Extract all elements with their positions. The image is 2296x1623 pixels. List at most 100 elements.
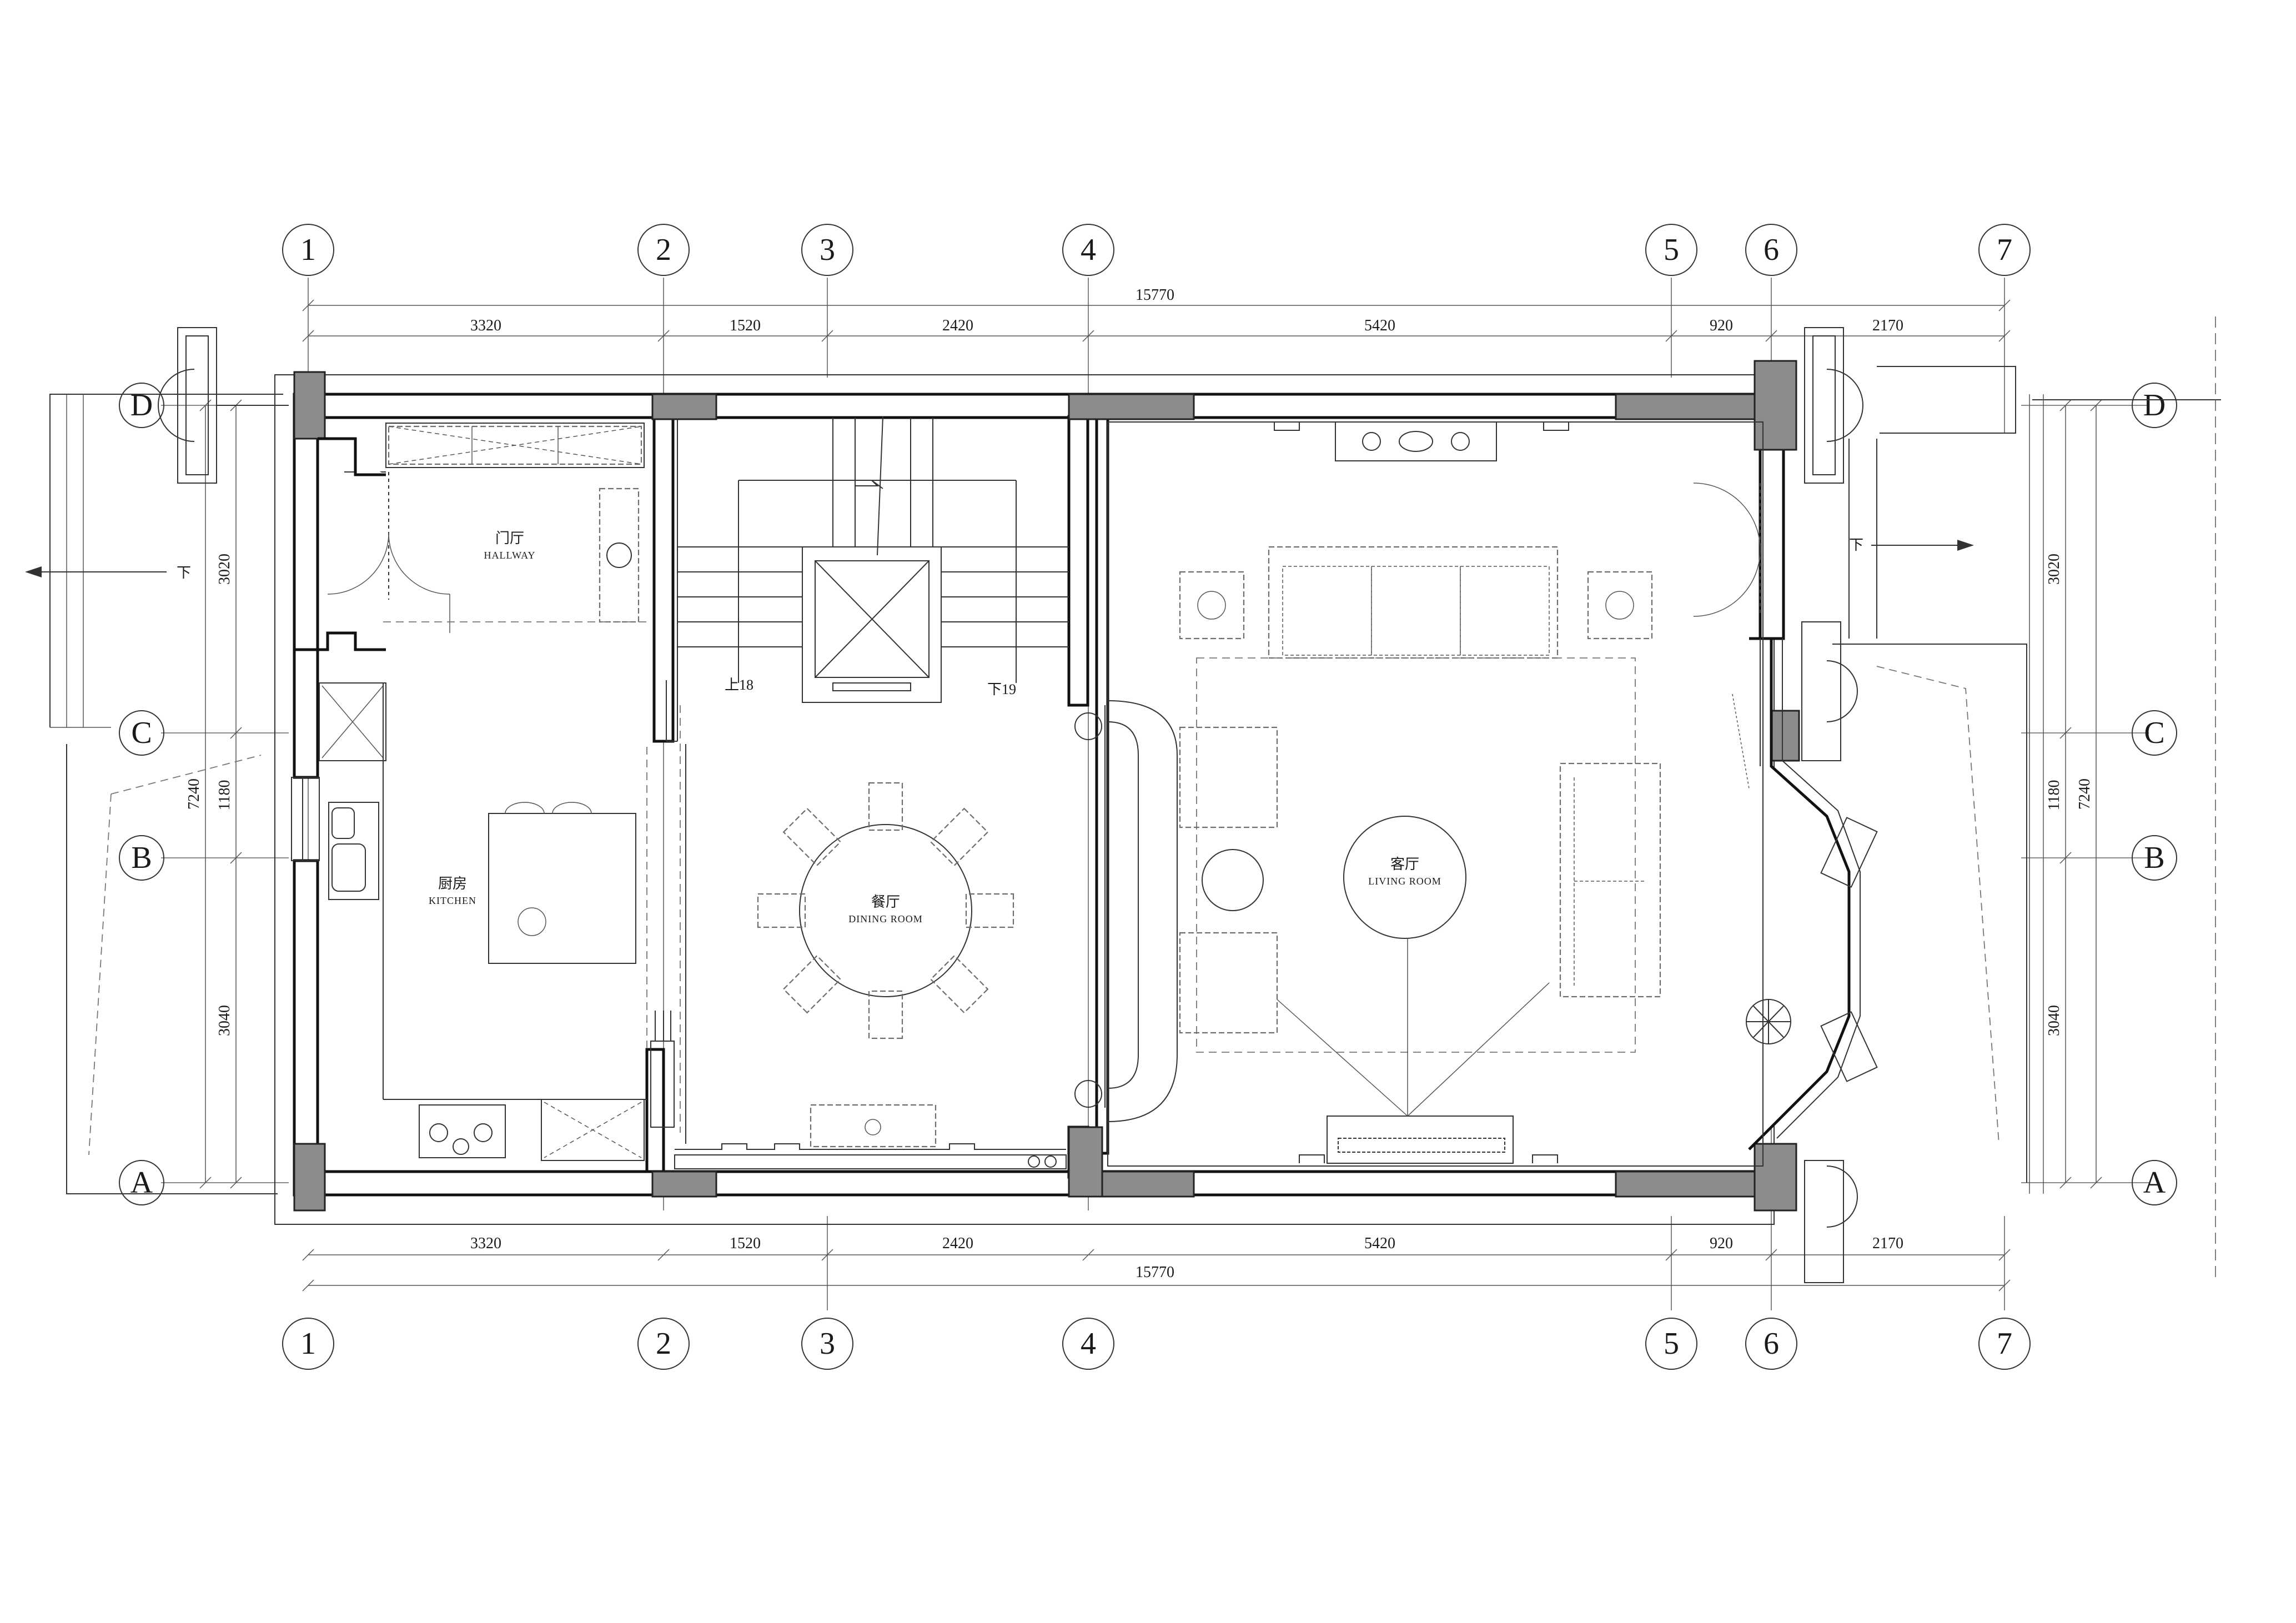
dim-seg-5-bottom: 920 [1710,1235,1733,1252]
hallway-cabinets [385,423,645,468]
living-room [1107,421,1764,1167]
axis-bubble-1-bottom: 1 [282,1318,334,1370]
right-terrace [1832,316,2221,1277]
svg-text:6: 6 [1764,1326,1779,1361]
axis-bubble-C-left: C [119,710,164,756]
kitchen-window [291,777,320,861]
dim-seg-3-bottom: 2420 [942,1235,973,1252]
svg-text:4: 4 [1081,1326,1096,1361]
dining-room [650,705,1067,1169]
dim-left-seg-2: 1180 [216,780,233,811]
walls [293,393,1785,1197]
dim-overall-top: 15770 [1136,287,1174,304]
kitchen-room [294,631,647,1100]
dim-right-seg-2: 1180 [2046,780,2063,811]
svg-text:7: 7 [1997,233,2012,267]
svg-text:5: 5 [1664,233,1679,267]
axis-bubble-5-top: 5 [1645,224,1697,276]
dining-label-en: DINING ROOM [848,913,923,924]
dim-left-total: 7240 [185,778,203,810]
axis-bubble-2-bottom: 2 [637,1318,690,1370]
dim-left-seg-1: 3020 [216,554,233,585]
axis-bubble-3-top: 3 [801,224,853,276]
dim-right-seg-3: 3040 [2046,1005,2063,1036]
dim-right-total: 7240 [2076,778,2093,810]
axis-bubble-A-left: A [119,1160,164,1205]
axis-bubble-4-top: 4 [1062,224,1114,276]
svg-text:4: 4 [1081,233,1096,267]
hallway-room [318,437,647,633]
svg-text:1: 1 [300,1326,316,1361]
stair-up-label: 上18 [725,677,753,693]
elevator [802,546,942,703]
dim-seg-2-top: 1520 [730,317,761,334]
dim-right-seg-1: 3020 [2046,554,2063,585]
svg-text:D: D [2143,388,2166,423]
hallway-label-en: HALLWAY [484,550,536,561]
axis-bubble-D-right: D [2132,383,2177,428]
dim-seg-1-top: 3320 [470,317,501,334]
dim-seg-5-top: 920 [1710,317,1733,334]
living-label-cn: 客厅 [1390,856,1419,872]
dim-seg-2-bottom: 1520 [730,1235,761,1252]
dimension-lines-bottom [302,1249,2011,1292]
axis-bubble-D-left: D [119,383,164,428]
structural-columns [293,360,1800,1212]
dim-overall-bottom: 15770 [1136,1264,1174,1281]
left-stair-arrow: 下 [25,565,191,581]
svg-text:C: C [2144,716,2164,750]
axis-bubble-7-bottom: 7 [1978,1318,2031,1370]
pilaster-A-right [1804,1160,1858,1283]
living-label-en: LIVING ROOM [1368,876,1441,887]
axis-bubble-1-top: 1 [282,224,334,276]
svg-text:2: 2 [656,1326,671,1361]
dim-left-seg-3: 3040 [216,1005,233,1036]
corridor-handrail [1074,700,1178,1122]
kitchen-stove [419,1099,645,1161]
dimension-lines-left [199,399,242,1189]
left-terrace [49,394,283,1194]
dimension-lines-right [2059,399,2102,1189]
axis-bubble-6-top: 6 [1745,224,1797,276]
axis-bubble-5-bottom: 5 [1645,1318,1697,1370]
axis-bubble-6-bottom: 6 [1745,1318,1797,1370]
plant-icon [1746,999,1791,1044]
right-stair-arrow: 下 [1849,537,1974,553]
axis-bubble-4-bottom: 4 [1062,1318,1114,1370]
pilaster-D-right [1804,327,1863,484]
dim-seg-6-bottom: 2170 [1872,1235,1903,1252]
svg-text:下: 下 [1849,537,1863,553]
svg-text:5: 5 [1664,1326,1679,1361]
axis-bubble-2-top: 2 [637,224,690,276]
stair-down-label: 下19 [987,681,1016,697]
hallway-label-cn: 门厅 [495,530,524,546]
axis-bubble-A-right: A [2132,1160,2177,1205]
dim-seg-6-top: 2170 [1872,317,1903,334]
bay-window [1732,637,1878,1150]
svg-text:A: A [130,1165,153,1200]
axis-bubble-B-right: B [2132,835,2177,881]
axis-bubble-C-right: C [2132,710,2177,756]
svg-text:1: 1 [300,233,316,267]
staircase [677,416,1069,683]
dim-seg-4-bottom: 5420 [1364,1235,1395,1252]
svg-text:D: D [130,388,153,423]
pilaster-C-right [1801,621,1858,761]
svg-text:6: 6 [1764,233,1779,267]
dim-seg-3-top: 2420 [942,317,973,334]
svg-text:下: 下 [177,565,191,581]
svg-text:C: C [131,716,152,750]
svg-text:3: 3 [820,1326,835,1361]
svg-text:7: 7 [1997,1326,2012,1361]
dining-label-cn: 餐厅 [871,894,900,910]
kitchen-label-en: KITCHEN [429,895,476,906]
dimension-lines-top [302,299,2011,342]
svg-text:B: B [2144,841,2164,875]
exterior-outline [274,374,1775,1225]
pilaster-D-left [158,327,289,484]
dim-seg-4-top: 5420 [1364,317,1395,334]
svg-text:A: A [2143,1165,2166,1200]
svg-text:3: 3 [820,233,835,267]
kitchen-label-cn: 厨房 [438,876,467,892]
